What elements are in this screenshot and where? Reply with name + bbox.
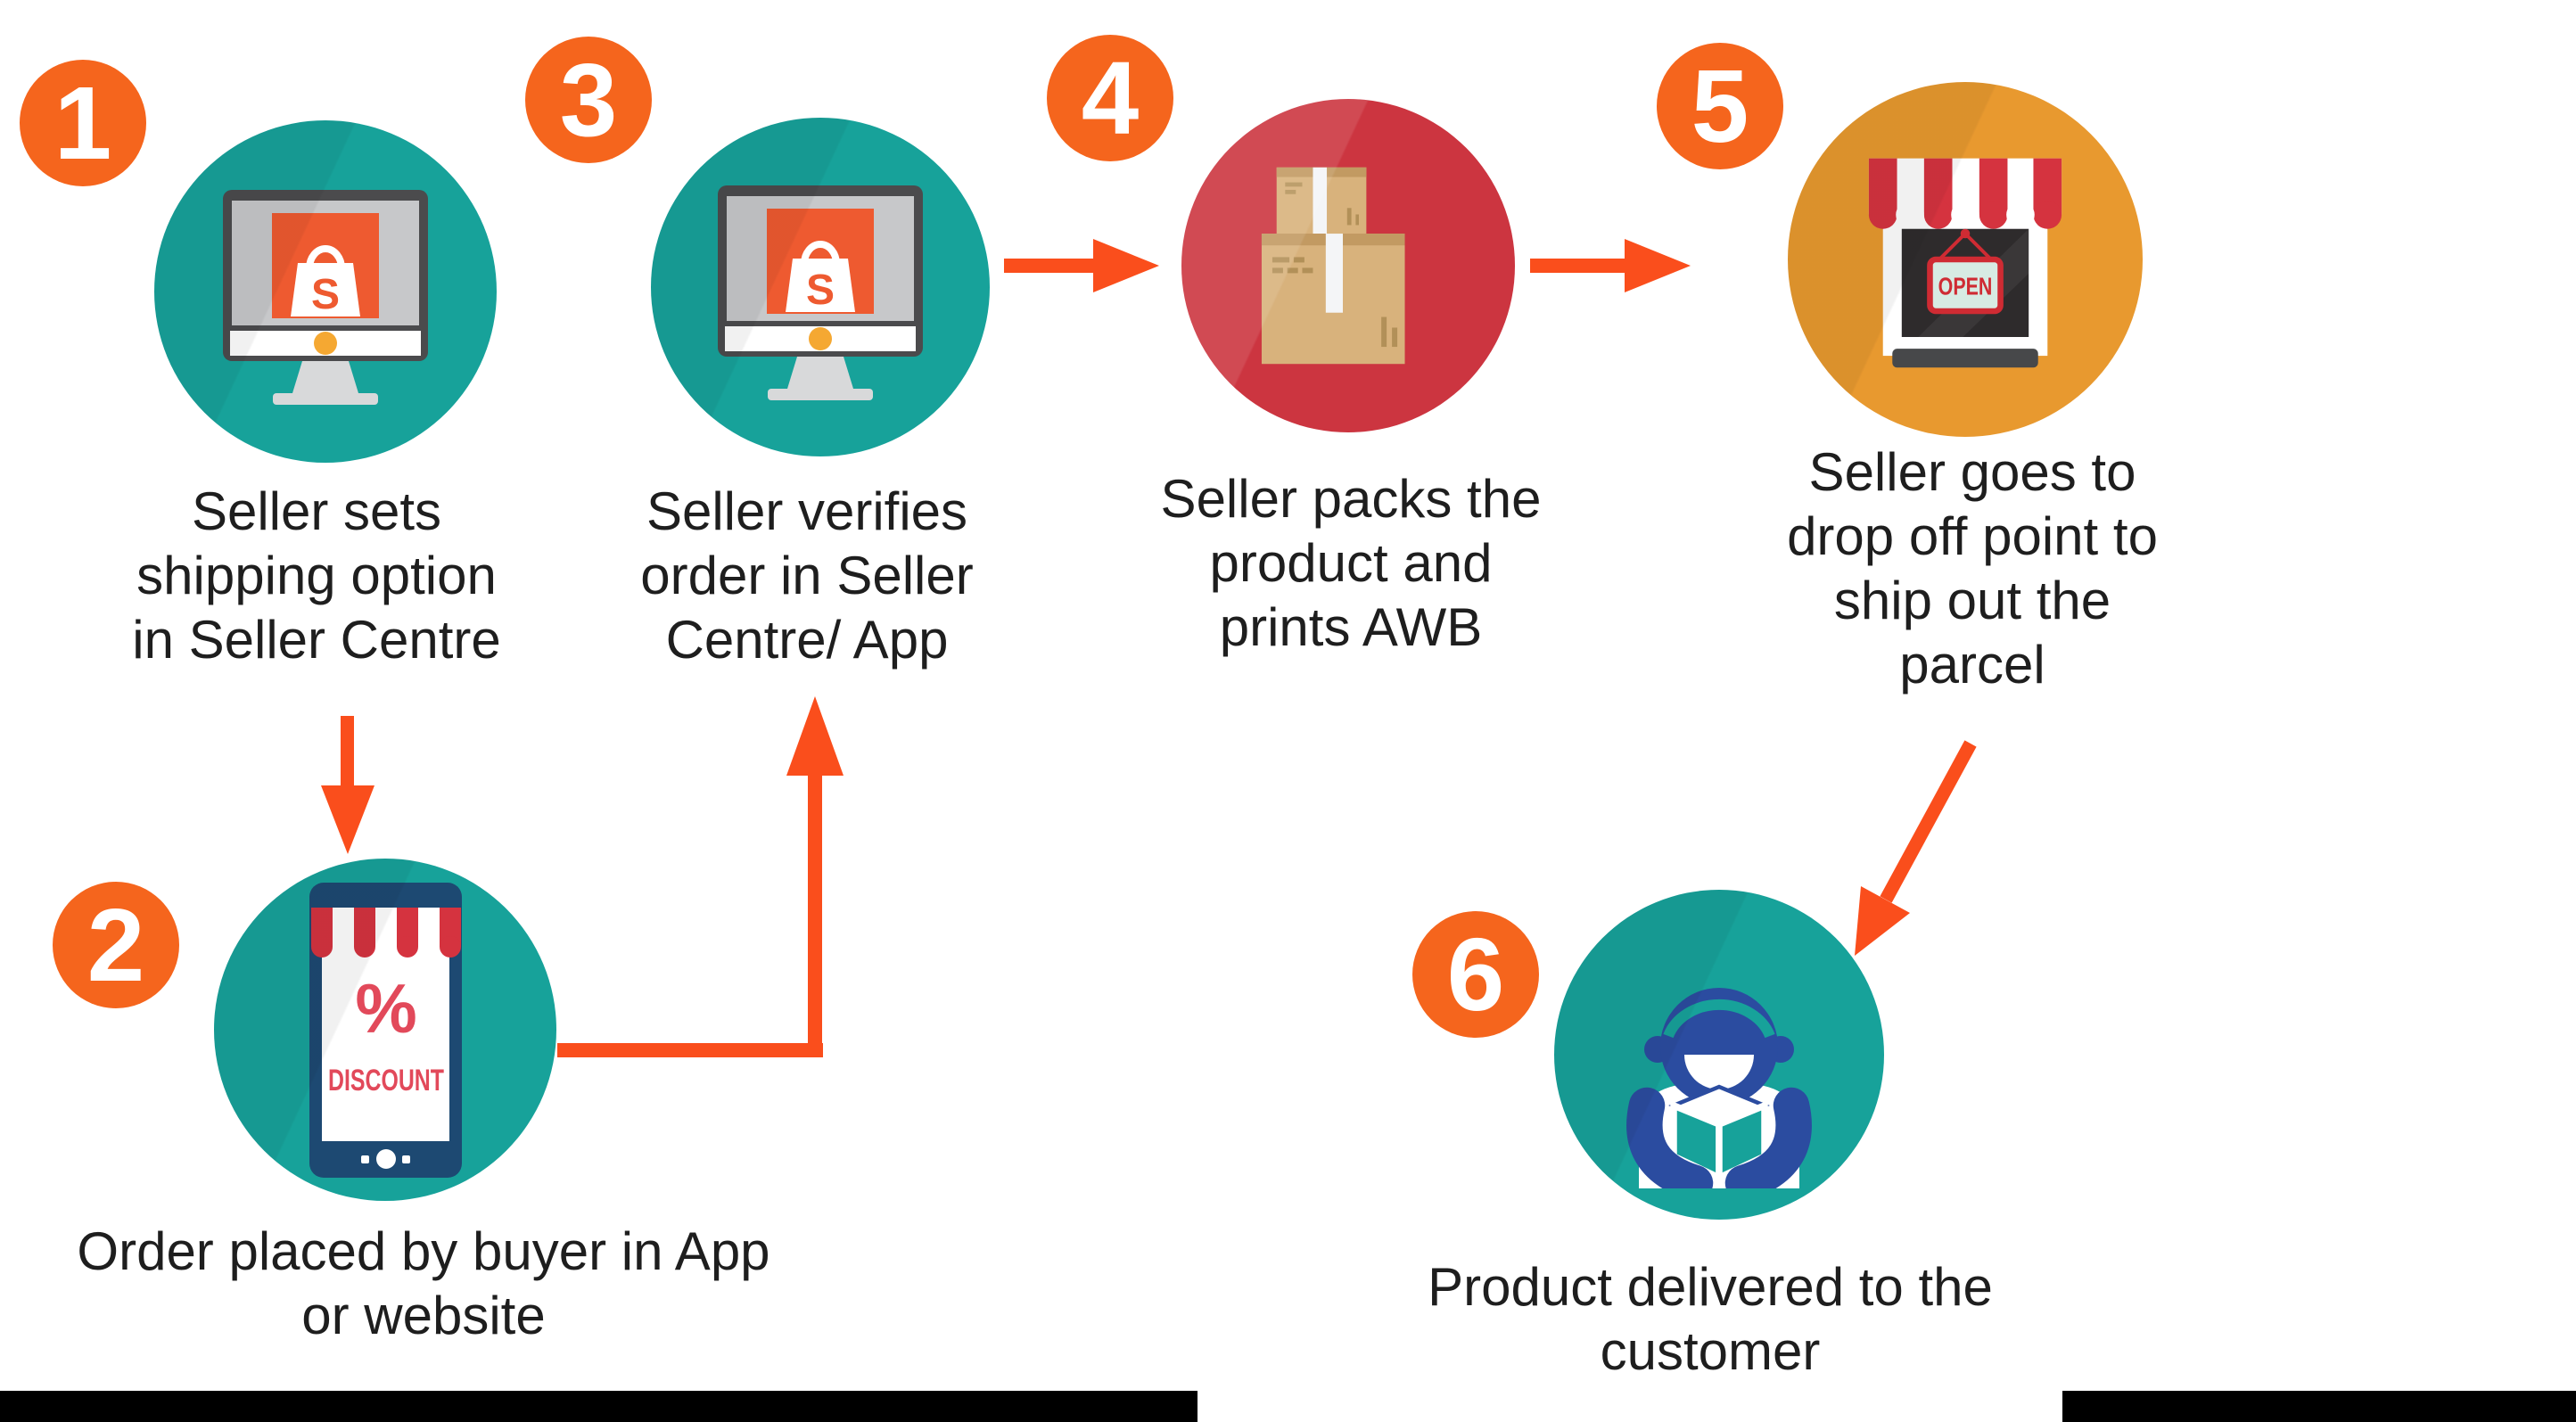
delivery-person-icon (1626, 988, 1812, 1188)
step-3-badge: 3 (525, 37, 652, 163)
big-box (1261, 234, 1405, 365)
open-sign: OPEN (1927, 228, 2004, 315)
step-2-badge: 2 (53, 882, 179, 1008)
step-1-badge: 1 (20, 60, 146, 186)
step-4-icon-circle (1181, 99, 1515, 432)
svg-text:S: S (311, 271, 340, 318)
step-6-number: 6 (1446, 916, 1505, 1032)
step-6-label: Product delivered to the customer (1428, 1257, 1993, 1381)
step-1-number: 1 (53, 65, 112, 181)
step-4-label: Seller packs the product and prints AWB (1160, 469, 1542, 657)
svg-text:S: S (806, 267, 835, 314)
phone-discount-icon: % DISCOUNT (309, 882, 462, 1178)
step-2-number: 2 (86, 887, 145, 1003)
letterbox-bar-right (2062, 1391, 2576, 1422)
step-6-icon-circle (1554, 890, 1884, 1220)
step-5-icon-circle: OPEN (1788, 82, 2143, 437)
awning (310, 907, 461, 958)
arrow-step2-to-step3 (557, 696, 844, 1057)
step-4-badge: 4 (1047, 35, 1173, 161)
step-5-number: 5 (1691, 48, 1749, 164)
svg-text:%: % (355, 969, 416, 1048)
step-3-icon-circle: S (651, 118, 990, 456)
box (1668, 1084, 1770, 1183)
step-2-icon-circle: % DISCOUNT (214, 859, 556, 1201)
letterbox-bar-left (0, 1391, 1197, 1422)
small-box (1276, 167, 1367, 234)
step-3-number: 3 (559, 42, 618, 158)
step-4-number: 4 (1081, 40, 1140, 156)
awning (1868, 158, 2062, 229)
step-3-label: Seller verifies order in Seller Centre/ … (640, 481, 974, 670)
svg-text:DISCOUNT: DISCOUNT (328, 1064, 444, 1097)
monitor-shopee-icon: S (718, 185, 923, 400)
step-1-icon-circle: S (154, 120, 497, 463)
arrow-step5-to-step6 (1855, 740, 1977, 956)
arrow-step1-to-step2 (321, 716, 374, 854)
step-1-label: Seller sets shipping option in Seller Ce… (132, 481, 501, 670)
storefront-open-icon: OPEN (1868, 158, 2062, 368)
monitor-shopee-icon: S (223, 190, 428, 405)
step-6-badge: 6 (1412, 911, 1539, 1038)
step-2-label: Order placed by buyer in App or website (77, 1221, 770, 1345)
svg-text:OPEN: OPEN (1938, 273, 1993, 300)
arrow-step3-to-step4 (1004, 239, 1159, 292)
arrow-step4-to-step5 (1530, 239, 1691, 292)
step-5-badge: 5 (1657, 43, 1783, 169)
parcel-boxes-icon (1261, 167, 1405, 365)
step-5-label: Seller goes to drop off point to ship ou… (1787, 442, 2158, 695)
